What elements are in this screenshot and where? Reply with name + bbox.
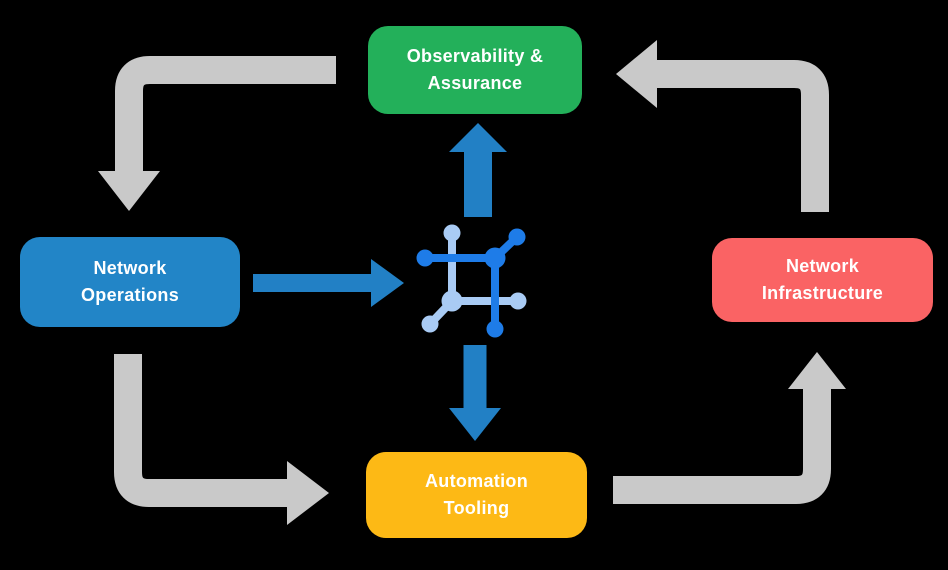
node-label-line: Infrastructure	[761, 283, 884, 303]
node-network-operations: Network Operations	[20, 237, 240, 327]
network-mesh-icon-dark-branch	[416, 228, 526, 338]
node-label-line: Network	[93, 258, 167, 278]
arrow-infrastructure-to-observability	[616, 40, 829, 212]
node-network-infrastructure: Network Infrastructure	[712, 238, 933, 322]
arrow-observability-to-operations	[98, 56, 336, 211]
arrow-automation-to-infrastructure	[613, 352, 846, 504]
node-label-line: Automation	[425, 471, 528, 491]
arrow-platform-to-observability	[449, 123, 507, 217]
node-label-line: Observability &	[406, 46, 544, 66]
network-mesh-icon	[416, 224, 527, 338]
node-automation-tooling: Automation Tooling	[366, 452, 587, 538]
node-label-line: Tooling	[443, 498, 510, 518]
node-observability-assurance: Observability & Assurance	[368, 26, 582, 114]
arrow-operations-to-automation	[114, 354, 329, 525]
arrow-operations-to-platform	[253, 259, 404, 307]
arrow-platform-to-automation	[449, 345, 501, 441]
node-label-line: Network	[785, 256, 860, 276]
node-label-line: Assurance	[427, 73, 523, 93]
node-label-line: Operations	[80, 285, 180, 305]
